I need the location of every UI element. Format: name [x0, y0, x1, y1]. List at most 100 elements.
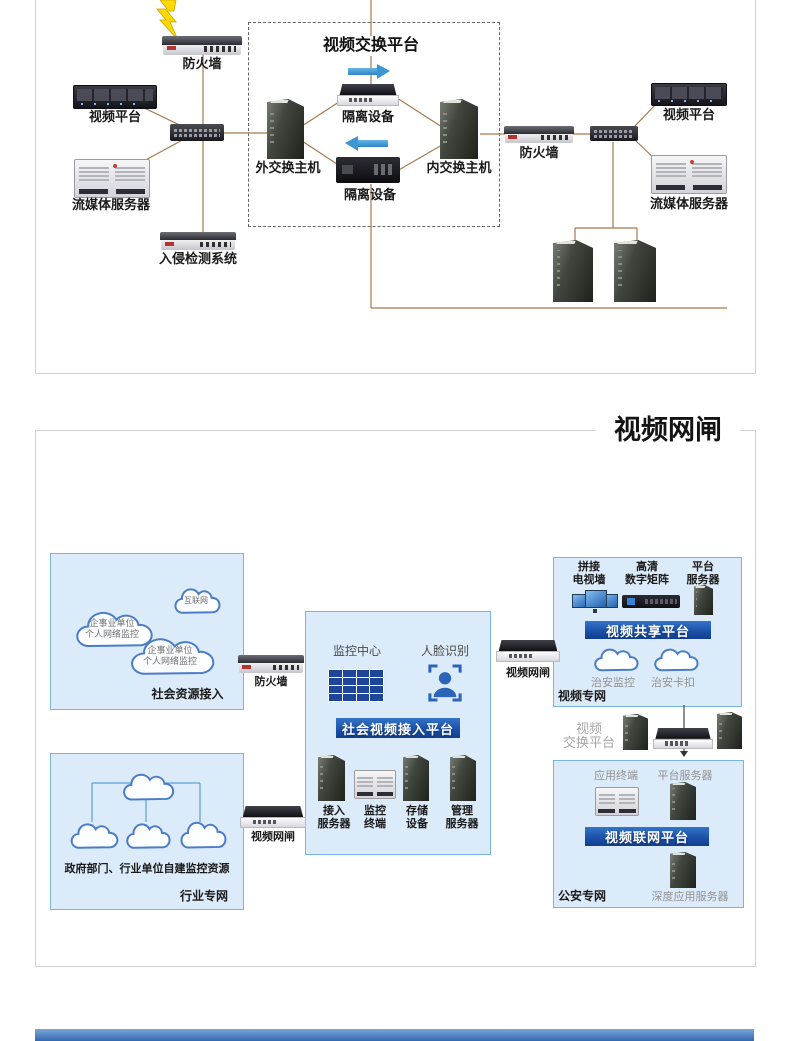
- device-part: [320, 762, 323, 790]
- org-cloud-label: 企事业单位 个人网络监控: [142, 644, 197, 666]
- server-tower-icon: [318, 755, 345, 801]
- server-tower-icon: [717, 712, 742, 749]
- video-gate-left-label: 视频网闸: [251, 831, 295, 843]
- device-part: [593, 134, 635, 138]
- device-part: [657, 99, 718, 103]
- cloud-icon: [590, 644, 640, 674]
- server-tower-icon: [670, 782, 696, 820]
- device-part: [345, 136, 358, 151]
- wall-cell: [329, 694, 342, 701]
- device-part: [585, 590, 607, 608]
- device-part: [719, 717, 722, 740]
- device-part: [174, 133, 220, 138]
- tv-wall-label: 拼接 电视墙: [572, 561, 606, 586]
- device-part: [556, 249, 561, 286]
- internet-cloud-label: 互联网: [184, 595, 208, 605]
- device-part: [358, 140, 388, 147]
- device-part: [115, 188, 146, 195]
- video-platform-server-icon: [651, 83, 727, 106]
- panel-video-exchange: [35, 0, 756, 374]
- server-tower-icon: [694, 585, 713, 615]
- device-part: [270, 108, 274, 144]
- device-part: [238, 663, 304, 673]
- switch-icon: [590, 126, 638, 141]
- device-part: [160, 240, 236, 250]
- industry-box-label: 行业专网: [179, 889, 228, 903]
- cloud-icon: [176, 816, 228, 852]
- cloud-icon: [122, 818, 172, 852]
- device-part: [79, 165, 110, 182]
- device-part: [690, 159, 695, 164]
- face-scan-icon: [428, 664, 462, 702]
- wall-cell: [356, 694, 370, 701]
- terminal-device-icon: [354, 770, 396, 799]
- device-part: [241, 664, 251, 669]
- device-part: [443, 108, 447, 144]
- ids-device-icon: [160, 232, 236, 250]
- device-part: [626, 598, 636, 605]
- matrix-label: 高清 数字矩阵: [625, 561, 669, 586]
- device-part: [405, 762, 408, 790]
- media-server-left-label: 流媒体服务器: [71, 197, 150, 212]
- inner-host-tower-icon: [440, 99, 478, 159]
- device-part: [498, 640, 558, 652]
- app-terminal-label: 应用终端: [594, 770, 638, 782]
- device-part: [377, 64, 390, 79]
- device-part: [654, 87, 724, 99]
- device-part: [376, 775, 393, 787]
- device-part: [672, 857, 675, 879]
- arrow-left-icon: [345, 136, 388, 151]
- police-net-label: 公安专网: [558, 889, 607, 903]
- device-part: [160, 232, 236, 241]
- device-part: [656, 161, 687, 178]
- device-part: [166, 46, 176, 51]
- arrow-right-icon: [348, 64, 391, 79]
- storage-device-label: 存储 设备: [406, 805, 428, 830]
- wall-cell: [342, 686, 356, 693]
- exchange-dashed-box: [248, 22, 500, 227]
- outer-host-label: 外交换主机: [255, 160, 321, 175]
- wall-cell: [356, 670, 370, 677]
- device-part: [625, 719, 628, 741]
- face-recognition-label: 人脸识别: [420, 644, 469, 658]
- org-cloud-icon: 企事业单位 个人网络监控: [68, 604, 156, 652]
- wall-cell: [342, 694, 356, 701]
- device-part: [78, 188, 109, 195]
- switch-icon: [170, 124, 224, 141]
- media-server-icon: [74, 159, 150, 198]
- wall-cell: [329, 670, 342, 677]
- device-part: [598, 792, 616, 804]
- monitor-center-label: 监控中心: [332, 644, 381, 658]
- exchange-platform-label: 视频 交换平台: [562, 721, 615, 751]
- exchange-title: 视频交换平台: [300, 36, 442, 56]
- device-part: [541, 135, 570, 141]
- bottom-banner-bar: [35, 1029, 754, 1041]
- device-part: [619, 809, 636, 814]
- firewall-device-icon: [238, 655, 304, 673]
- panel2-title: 视频网闸: [596, 412, 740, 449]
- firewall-device-icon: [162, 36, 242, 55]
- wall-cell: [370, 686, 383, 693]
- video-platform-right-label: 视频平台: [662, 107, 715, 122]
- firewall-left-label: 防火墙: [182, 56, 222, 71]
- media-server-icon: [651, 155, 727, 194]
- device-part: [618, 792, 636, 804]
- server-tower-icon: [450, 755, 476, 801]
- cloud-icon: [118, 768, 176, 804]
- security-checkpoint-cloud-label: 治安卡扣: [651, 677, 695, 689]
- firewall-right-label: 防火墙: [519, 145, 559, 160]
- device-part: [655, 728, 711, 739]
- video-network-banner: 视频联网平台: [585, 827, 709, 846]
- device-part: [508, 654, 534, 659]
- wall-cell: [329, 686, 342, 693]
- device-part: [504, 126, 574, 134]
- isolation-top-label: 隔离设备: [341, 109, 394, 124]
- device-part: [508, 135, 518, 140]
- platform-server-label: 平台服务器: [657, 770, 713, 782]
- outer-host-tower-icon: [267, 99, 304, 159]
- video-platform-server-icon: [73, 85, 157, 109]
- wall-cell: [356, 678, 370, 685]
- device-part: [339, 84, 397, 96]
- device-part: [348, 68, 378, 75]
